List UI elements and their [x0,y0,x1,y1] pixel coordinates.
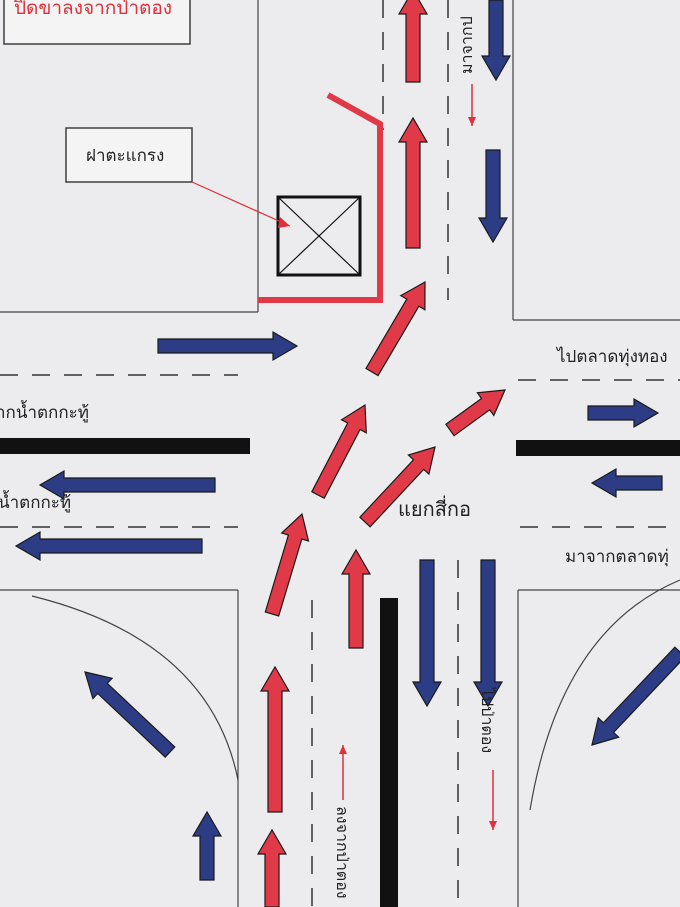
arrow-right-blue-right [587,397,660,429]
arrow-diag-red-4 [359,446,436,528]
grate-icon [276,195,362,277]
arrow-top-red-up-1 [397,0,429,83]
to-patong-label: ไปป่าตอง [478,686,497,753]
arrow-blue-diag-right [591,646,680,746]
median-right [516,440,680,456]
arrow-top-red-up-2 [397,116,429,249]
arrow-diag-red-5 [264,512,310,617]
arrow-left-blue-left-2 [14,530,203,562]
arrow-diag-red-3 [445,389,506,437]
arrow-left-blue-right [157,330,299,362]
arrow-right-blue-left [590,467,663,499]
thin-arrow-lower-right [489,770,497,830]
direction-indicators [339,84,497,830]
grate-label-box [65,127,193,183]
grate-pointer [191,181,291,227]
grate-label: ฝาตะแกรง [86,146,164,166]
arrow-diag-red-1 [365,280,426,377]
arrow-top-blue-down-1 [480,0,512,82]
waterfall-label-1: ากน้ำตกกะทู้ [0,400,89,423]
from-market-label: มาจากตลาดทุ่ [565,547,669,567]
arrow-diag-red-2 [310,403,367,500]
arrow-blue-down-center-2 [472,559,504,708]
to-market-label: ไปตลาดทุ่งทอง [555,346,668,367]
arrow-red-up-lower-2 [256,828,288,907]
closed-notice-label: ปิดขาลงจากป่าตอง [13,0,172,19]
closed-notice-box [3,0,191,45]
from-top-label: มาจากป [457,16,476,74]
median-left [0,438,250,454]
median-bottom [380,598,398,907]
arrow-red-up-lower-1 [259,665,291,813]
arrow-left-blue-left-1 [38,469,216,501]
arrow-blue-diag-left [84,671,176,758]
arrow-top-blue-down-2 [477,149,509,244]
thin-arrow-lower-left [339,745,347,800]
traffic-arrows [14,0,680,907]
arrow-blue-up-small [191,810,223,881]
junction-label: แยกสี่กอ [398,495,471,521]
arrow-blue-down-center-1 [411,559,443,708]
waterfall-label-2: น้ำตกกะทู้ [0,490,71,513]
down-from-patong-label: ลงจากป่าตอง [333,806,352,899]
closure-barrier [258,92,383,303]
grate-pointer-head [278,217,290,228]
thin-arrow-top [468,84,476,126]
arrow-red-up-center [340,548,372,649]
